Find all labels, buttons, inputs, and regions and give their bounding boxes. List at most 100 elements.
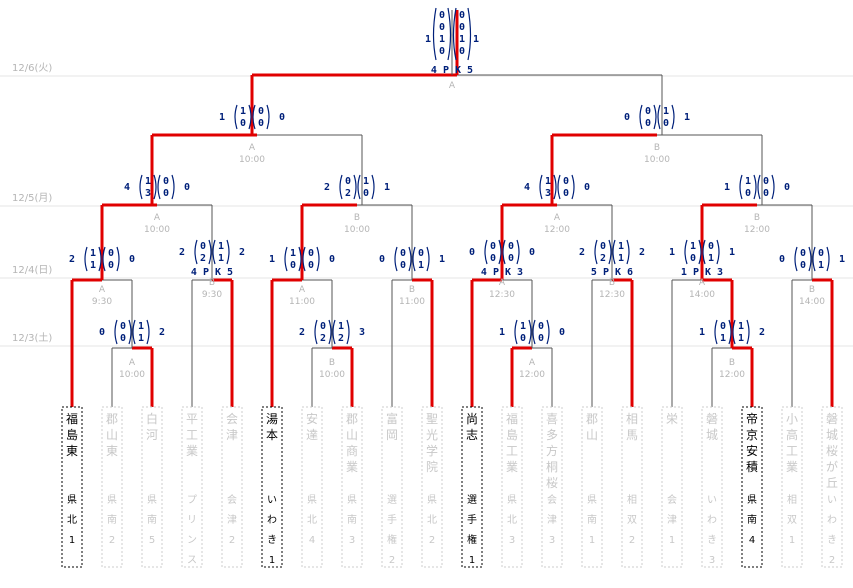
team-name-char: 郡 [586,412,598,426]
team-region-char: 津 [547,514,557,526]
team-region-char: 県 [507,494,517,506]
team-region-char: 南 [147,513,157,526]
score-right-first-half: 0 [508,241,514,252]
team-region-char: 双 [787,514,797,526]
team-region-char: 4 [749,535,755,546]
team-region-char: 津 [227,514,237,526]
team-region-char: 1 [589,535,595,546]
court-label: B [809,285,815,295]
team-region-char: い [707,495,717,506]
team-name-char: 城 [706,428,718,442]
team-name-char: が [826,459,838,474]
kickoff-time: 12:30 [489,290,515,300]
score-right-total: 0 [529,247,535,258]
score-paren-left [794,246,798,272]
score-paren-right-open [657,104,661,130]
score-right-second-half: 0 [563,188,569,199]
team-name-char: 志 [466,428,478,442]
score-right-second-half: 0 [308,260,314,271]
team-region-char: わ [827,514,837,526]
score-paren-left [394,246,398,272]
score-paren-right [316,246,320,272]
score-left-total: 0 [99,327,105,338]
score-left-first-half: 0 [600,241,606,252]
score-paren-left-close [98,246,102,272]
score-left-second-half: 0 [290,260,296,271]
team-region-char: 手 [387,513,397,526]
team-name-char: 島 [66,427,78,442]
team-name-char: 小 [786,412,798,426]
score-right-first-half: 1 [363,176,369,187]
score-paren-left-close [808,246,812,272]
team-region-char: 北 [507,514,517,526]
court-label: B [209,278,215,288]
team-name-char: 京 [746,428,758,442]
team-region-char: 1 [669,535,675,546]
final-right-period: 0 [459,46,465,57]
final-left-period: 0 [439,10,445,21]
team-name-char: 業 [786,460,798,474]
score-right-total: 1 [684,112,690,123]
score-left-second-half: 0 [120,333,126,344]
score-paren-right [371,174,375,200]
team-name-char: 富 [386,411,398,426]
score-left-first-half: 1 [690,241,696,252]
final-paren-left-close [447,7,452,61]
team-region-char: 南 [107,513,117,526]
score-paren-left-close [153,174,157,200]
score-left-second-half: 2 [200,253,206,264]
score-right-second-half: 1 [218,253,224,264]
score-left-second-half: 0 [745,188,751,199]
team-name-char: 桐 [546,460,558,474]
team-region-char: 2 [229,535,235,546]
score-paren-left [284,246,288,272]
court-label: A [249,143,256,153]
kickoff-time: 12:00 [719,370,745,380]
score-paren-left-close [553,174,557,200]
score-right-second-half: 0 [763,188,769,199]
score-left-second-half: 0 [520,333,526,344]
score-right-total: 3 [359,327,365,338]
score-paren-left-close [498,239,502,265]
team-cell [701,406,723,568]
score-right-second-half: 1 [138,333,144,344]
team-region-char: 相 [627,493,637,506]
score-left-total: 1 [724,182,730,193]
score-paren-left-close [728,319,732,345]
score-right-second-half: 0 [538,333,544,344]
score-right-total: 1 [439,254,445,265]
score-left-first-half: 0 [645,106,651,117]
team-name-char: 福 [66,411,78,426]
score-left-total: 4 [124,182,130,193]
final-right-period: 0 [459,10,465,21]
score-paren-left [234,104,238,130]
score-paren-right [546,319,550,345]
team-cell [181,406,203,568]
team-region-char: 相 [787,493,797,506]
team-name-char: 岡 [386,428,398,442]
team-region-char: 会 [227,493,237,506]
team-region-char: 3 [549,535,555,546]
score-right-first-half: 0 [163,176,169,187]
team-name-char: 福 [506,411,518,426]
score-right-second-half: 2 [338,333,344,344]
team-region-char: き [267,534,277,546]
kickoff-time: 14:00 [689,290,715,300]
team-name-char: 郡 [346,412,358,426]
score-paren-left-close [608,239,612,265]
score-paren-left [84,246,88,272]
score-right-total: 0 [784,182,790,193]
team-region-char: 5 [149,535,155,546]
kickoff-time: 11:00 [289,297,315,307]
score-right-first-half: 0 [258,106,264,117]
team-name-char: 業 [346,460,358,474]
score-right-first-half: 1 [663,106,669,117]
score-left-first-half: 0 [720,321,726,332]
score-left-total: 0 [379,254,385,265]
score-right-first-half: 1 [338,321,344,332]
score-paren-left-close [408,246,412,272]
team-region-char: き [827,534,837,546]
team-region-char: 南 [347,513,357,526]
score-paren-right-open [612,239,616,265]
score-paren-left-close [128,319,132,345]
